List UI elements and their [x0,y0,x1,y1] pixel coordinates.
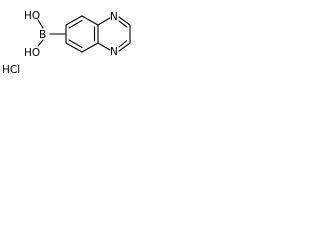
boronic-acid-group [37,19,67,47]
pyrazine-ring [97,16,131,52]
bond-b-oh-bottom [37,39,44,47]
bond-n4-c4a [97,42,111,51]
double-bond-inner-5 [118,40,128,48]
bond-n1-c2 [118,16,131,26]
bond-c6-c7 [65,15,83,26]
bond-c7-c8a [81,15,99,26]
ring-nitrogen-bottom-label: N [110,46,118,58]
bond-b-oh-top [37,19,44,29]
boronic-oh-bottom-label: HO [24,47,40,59]
hcl-salt-label: HCl [2,64,20,76]
bond-c3-n4 [118,42,131,52]
benzene-ring [65,15,99,53]
double-bond-inner-3 [68,39,83,49]
boron-label: B [39,29,46,41]
double-bond-inner-4 [118,20,128,28]
ring-nitrogen-top-label: N [110,11,118,23]
bond-c5-c4 [65,42,83,53]
double-bond-inner-1 [68,19,83,29]
bond-c4a-c5 [81,42,99,53]
quinoxaline-boronic-acid-hcl-structure: HO B HO N N HCl [2,10,131,76]
bond-c8a-n1 [97,17,111,26]
boronic-oh-top-label: HO [24,10,40,22]
